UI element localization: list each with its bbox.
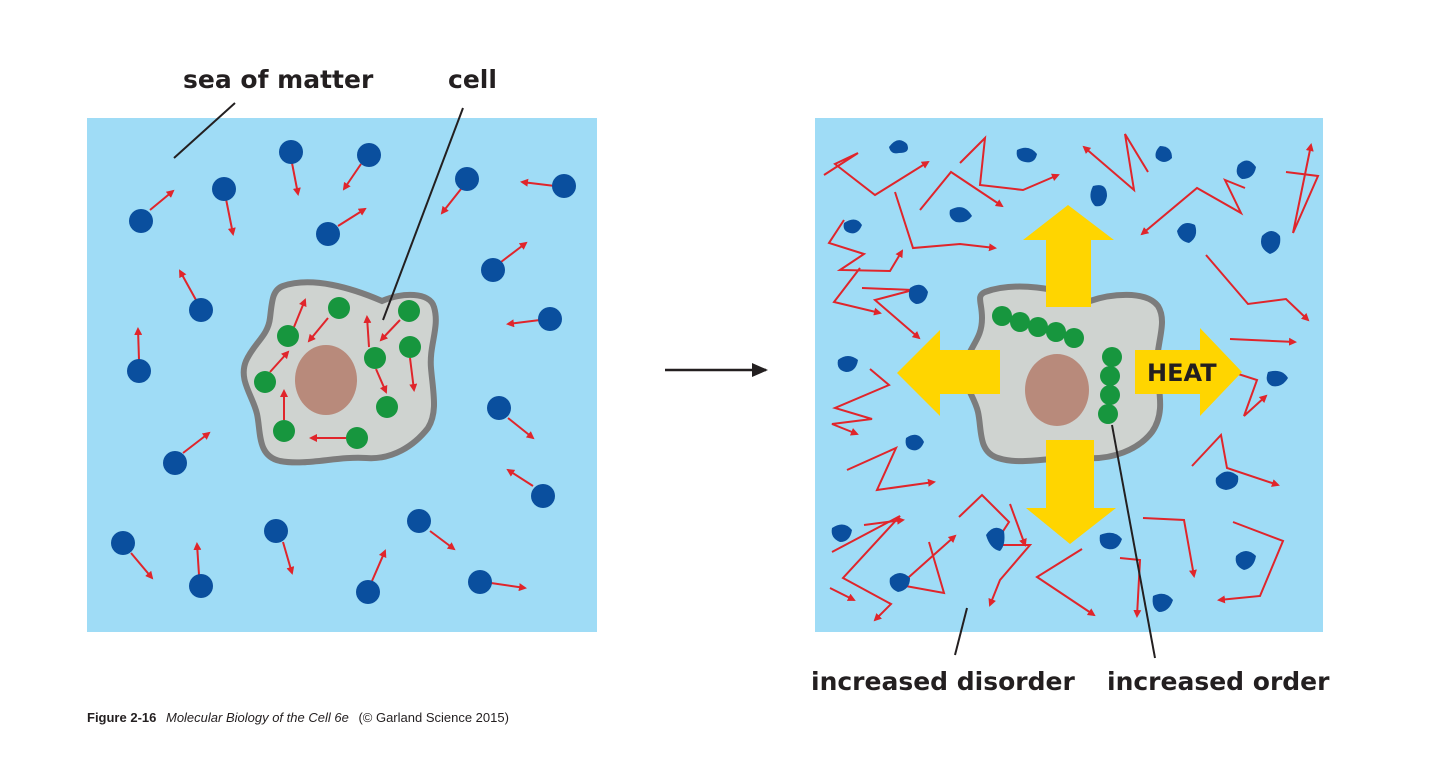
cell-molecule-arrows xyxy=(269,298,418,442)
free-molecule-dots xyxy=(111,140,576,604)
cell-molecules xyxy=(254,297,421,449)
disordered-molecules xyxy=(831,140,1288,612)
cell-leader xyxy=(382,107,464,321)
cell-label: cell xyxy=(448,65,497,94)
heat-label: HEAT xyxy=(1147,359,1217,387)
increased-disorder-label: increased disorder xyxy=(811,667,1075,696)
increased-disorder-leader xyxy=(954,607,968,656)
left-panel: sea of matter cell xyxy=(87,65,597,632)
figure-caption: Figure 2-16 Molecular Biology of the Cel… xyxy=(87,710,509,725)
heat-arrow-left xyxy=(897,330,1000,416)
increased-order-leader xyxy=(1111,424,1156,659)
figure-book-title: Molecular Biology of the Cell 6e xyxy=(166,710,349,725)
figure-credit: (© Garland Science 2015) xyxy=(358,710,509,725)
nucleus xyxy=(295,345,357,415)
heat-arrow-down xyxy=(1026,440,1116,544)
heat-arrows xyxy=(897,205,1242,544)
increased-order-label: increased order xyxy=(1107,667,1330,696)
ordered-cell-nucleus xyxy=(1025,354,1089,426)
free-molecules xyxy=(130,162,556,592)
heat-arrow-right xyxy=(1135,328,1242,416)
cell xyxy=(240,279,439,466)
heat-arrow-up xyxy=(1023,205,1114,307)
sea-of-matter-label: sea of matter xyxy=(183,65,374,94)
figure-number: Figure 2-16 xyxy=(87,710,156,725)
sea-of-matter-leader xyxy=(173,102,236,159)
right-panel: HEAT increased disorder increased order xyxy=(811,118,1330,696)
ordered-cell-molecules xyxy=(992,306,1122,424)
ordered-cell xyxy=(960,283,1165,465)
